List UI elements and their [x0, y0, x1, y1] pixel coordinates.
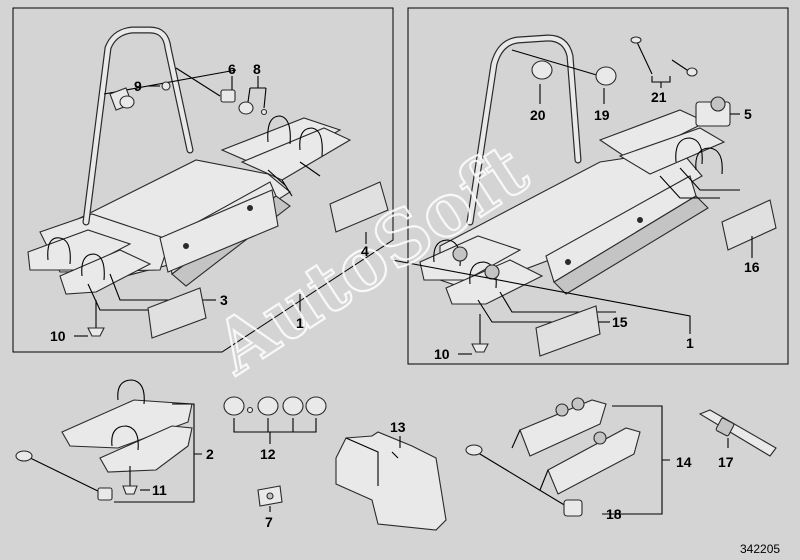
- callout-14: 14: [676, 454, 692, 470]
- clamp-knob-9: [109, 81, 171, 111]
- callout-3: 3: [220, 292, 228, 308]
- left-assembly-panel: [12, 7, 394, 353]
- reference-number: 342205: [740, 542, 780, 556]
- right-panel-frame: [407, 7, 789, 365]
- callout-19: 19: [594, 107, 610, 123]
- callout-10-right: 10: [434, 346, 450, 362]
- screw-10-left: [87, 300, 105, 337]
- leader-8: [247, 76, 267, 109]
- callout-5: 5: [744, 106, 752, 122]
- caps-12: [223, 396, 327, 444]
- callout-4: 4: [361, 243, 369, 259]
- pad-16: [721, 199, 777, 251]
- callout-15: 15: [612, 314, 628, 330]
- mat-13: [335, 431, 447, 531]
- callout-20: 20: [530, 107, 546, 123]
- clip-7: [257, 485, 283, 512]
- callout-7: 7: [265, 514, 273, 530]
- callout-13: 13: [390, 419, 406, 435]
- callout-21: 21: [651, 89, 667, 105]
- callout-9: 9: [134, 78, 142, 94]
- callout-labels: 9 6 8 4 3 1 10 20 19 21 5 16 15 1 10 2 1…: [50, 61, 760, 530]
- right-assembly-panel: [391, 7, 789, 365]
- pad-4: [329, 181, 389, 233]
- screw-10-right: [471, 314, 489, 353]
- left-rack-body: [27, 26, 352, 311]
- leader-21: [651, 76, 671, 88]
- right-rack-body: [419, 34, 740, 323]
- caps-8: [238, 101, 268, 116]
- callout-10-left: 10: [50, 328, 66, 344]
- callout-8: 8: [253, 61, 261, 77]
- callout-6: 6: [228, 61, 236, 77]
- parts-group-2-11: [15, 379, 202, 503]
- callout-1-right: 1: [686, 335, 694, 351]
- strap-17: [698, 409, 777, 457]
- clip-6: [220, 89, 236, 103]
- leader-1-right: [391, 259, 691, 334]
- pad-15: [535, 305, 601, 357]
- bolts-21: [630, 36, 698, 77]
- callout-1-left: 1: [296, 315, 304, 331]
- left-panel-frame: [12, 7, 394, 353]
- clamp-5: [695, 96, 731, 127]
- parts-group-14-18: [465, 397, 670, 517]
- callout-16: 16: [744, 259, 760, 275]
- callout-12: 12: [260, 446, 276, 462]
- callout-18: 18: [606, 506, 622, 522]
- callout-11: 11: [152, 482, 167, 498]
- pad-3: [147, 287, 207, 339]
- callout-17: 17: [718, 454, 734, 470]
- callout-2: 2: [206, 446, 214, 462]
